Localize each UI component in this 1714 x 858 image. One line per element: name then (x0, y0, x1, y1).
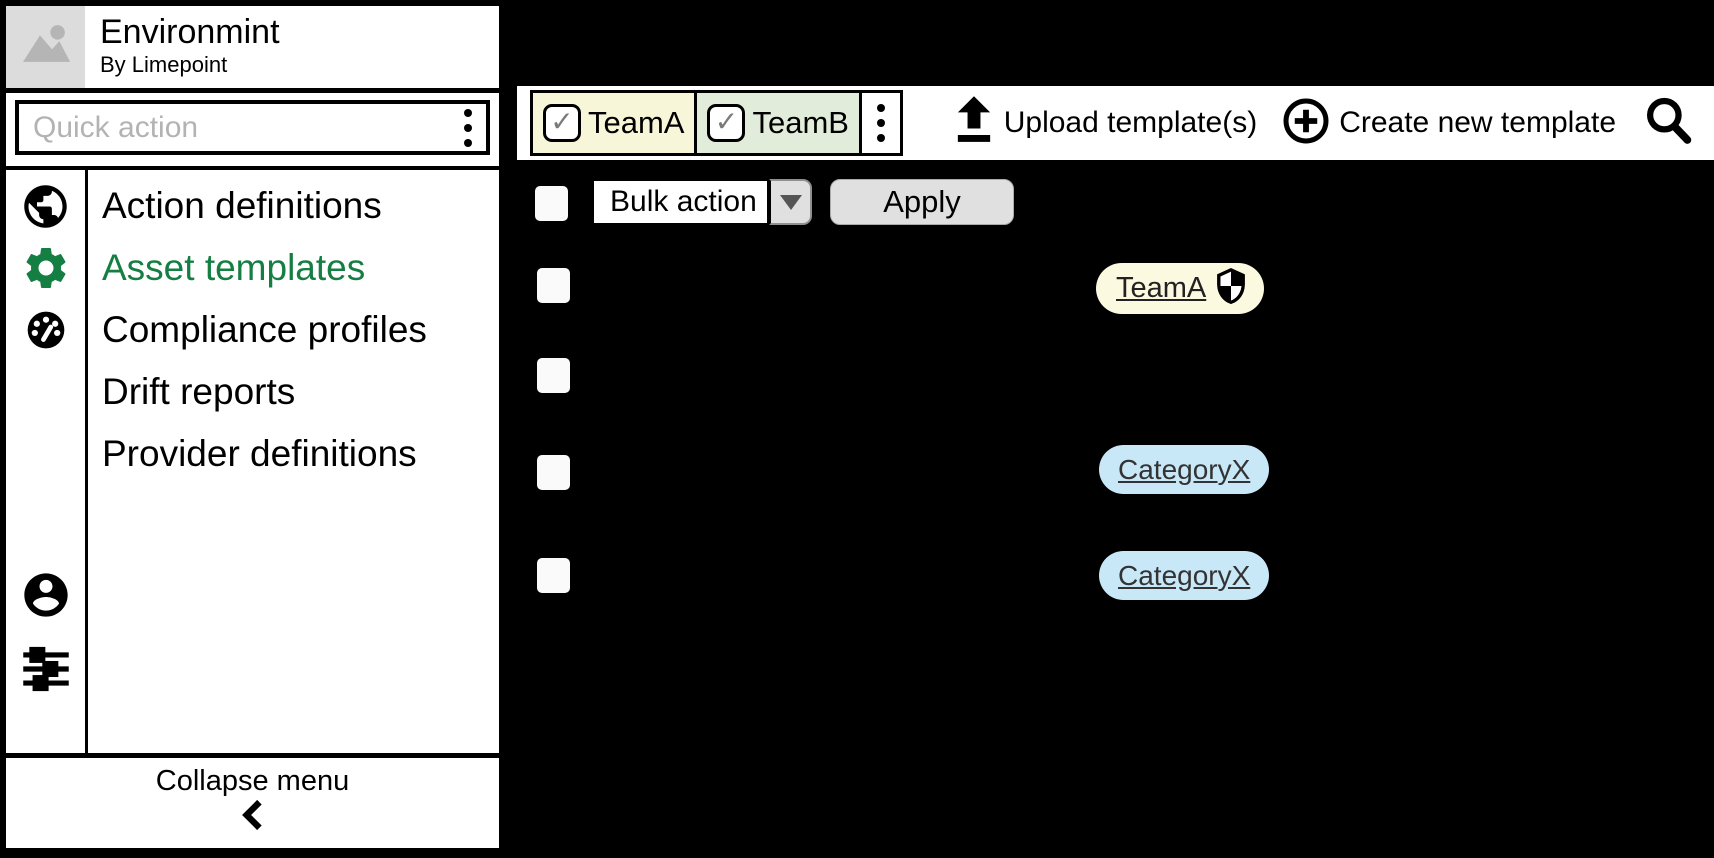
sidebar-item-provider-definitions[interactable]: Provider definitions (102, 433, 417, 474)
sidebar-icon-rail (6, 170, 88, 753)
sidebar-menu: Action definitions Asset templates Compl… (88, 170, 499, 753)
plus-circle-icon (1281, 96, 1331, 151)
category-tag-label[interactable]: CategoryX (1118, 453, 1251, 485)
image-placeholder-icon (17, 16, 75, 79)
quick-action-row: Quick action (6, 93, 499, 170)
sidebar-item-compliance-profiles[interactable]: Compliance profiles (102, 309, 427, 350)
bulk-action-value: Bulk action (592, 179, 769, 225)
upload-templates-button[interactable]: Upload template(s) (948, 93, 1257, 154)
sidebar-item-drift-reports[interactable]: Drift reports (102, 371, 296, 412)
category-tag-pill[interactable]: CategoryX (1099, 551, 1270, 600)
create-new-template-button[interactable]: Create new template (1281, 96, 1616, 151)
sidebar-header: Environmint By Limepoint (6, 6, 499, 93)
gear-icon[interactable] (6, 237, 85, 299)
team-a-checkbox[interactable]: ✓ (543, 104, 581, 142)
filter-team-b[interactable]: ✓ TeamB (694, 93, 859, 153)
upload-icon (948, 93, 1000, 154)
gauge-icon[interactable] (6, 299, 85, 361)
account-icon[interactable] (6, 569, 85, 621)
sliders-icon[interactable] (6, 643, 85, 695)
search-icon[interactable] (1642, 93, 1694, 154)
category-tag-label[interactable]: CategoryX (1118, 559, 1251, 591)
app-logo (6, 6, 85, 88)
team-tag-label[interactable]: TeamA (1116, 272, 1207, 304)
sidebar-item-asset-templates[interactable]: Asset templates (102, 247, 366, 288)
check-icon: ✓ (550, 106, 574, 137)
row-checkbox[interactable] (537, 358, 570, 393)
team-filter-group: ✓ TeamA ✓ TeamB (530, 90, 903, 156)
select-all-checkbox[interactable] (535, 186, 568, 221)
upload-templates-label: Upload template(s) (1003, 106, 1258, 139)
apply-button-label: Apply (883, 184, 961, 219)
app-subtitle: By Limepoint (100, 52, 228, 77)
team-tag-pill[interactable]: TeamA (1096, 263, 1265, 314)
sidebar-item-action-definitions[interactable]: Action definitions (102, 185, 382, 226)
team-b-checkbox[interactable]: ✓ (707, 104, 746, 142)
shield-icon (1212, 266, 1250, 311)
chevron-left-icon (6, 799, 499, 836)
collapse-menu-label: Collapse menu (155, 765, 350, 797)
create-new-template-label: Create new template (1339, 106, 1616, 139)
filter-kebab-menu-icon[interactable] (858, 93, 900, 153)
collapse-menu-button[interactable]: Collapse menu (6, 753, 499, 848)
category-tag-pill[interactable]: CategoryX (1099, 445, 1270, 494)
kebab-menu-icon[interactable] (464, 108, 472, 147)
check-icon: ✓ (714, 106, 739, 137)
team-b-label: TeamB (752, 105, 849, 140)
dropdown-arrow-icon[interactable] (769, 179, 812, 225)
apply-button[interactable]: Apply (830, 179, 1014, 225)
bulk-action-select[interactable]: Bulk action (592, 179, 812, 225)
sidebar: Environmint By Limepoint Quick action (0, 0, 505, 854)
row-checkbox[interactable] (537, 455, 570, 490)
quick-action-input[interactable]: Quick action (15, 100, 490, 155)
row-checkbox[interactable] (537, 268, 570, 303)
app-title: Environmint (100, 13, 280, 51)
row-checkbox[interactable] (537, 558, 570, 593)
quick-action-placeholder: Quick action (33, 110, 199, 144)
globe-icon[interactable] (6, 175, 85, 237)
team-a-label: TeamA (588, 105, 685, 140)
main-topbar: ✓ TeamA ✓ TeamB Upload template(s) (517, 86, 1714, 160)
filter-team-a[interactable]: ✓ TeamA (533, 93, 695, 153)
